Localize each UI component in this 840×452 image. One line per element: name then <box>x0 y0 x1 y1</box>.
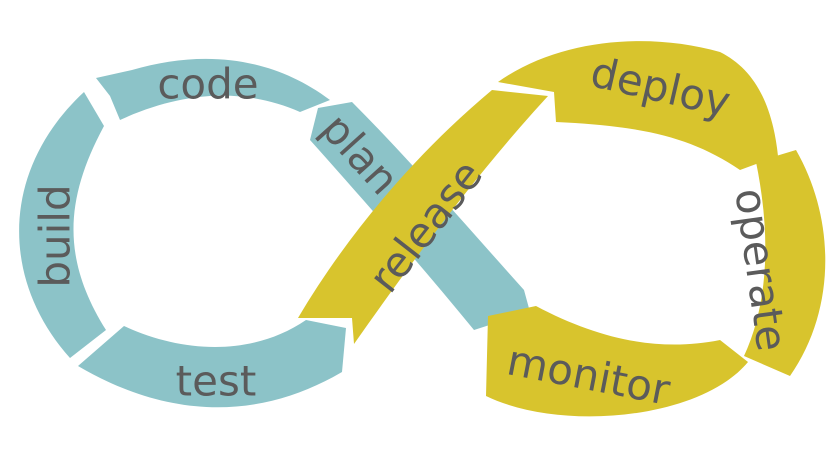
label-test: test <box>176 357 257 406</box>
segment-operate <box>744 150 826 376</box>
segment-deploy <box>498 41 778 170</box>
segment-build <box>19 92 106 358</box>
label-code: code <box>157 60 258 109</box>
segment-code <box>96 58 330 120</box>
segment-release <box>298 90 548 344</box>
label-build: build <box>31 184 80 287</box>
segment-monitor <box>486 306 748 417</box>
segment-test <box>78 320 346 408</box>
